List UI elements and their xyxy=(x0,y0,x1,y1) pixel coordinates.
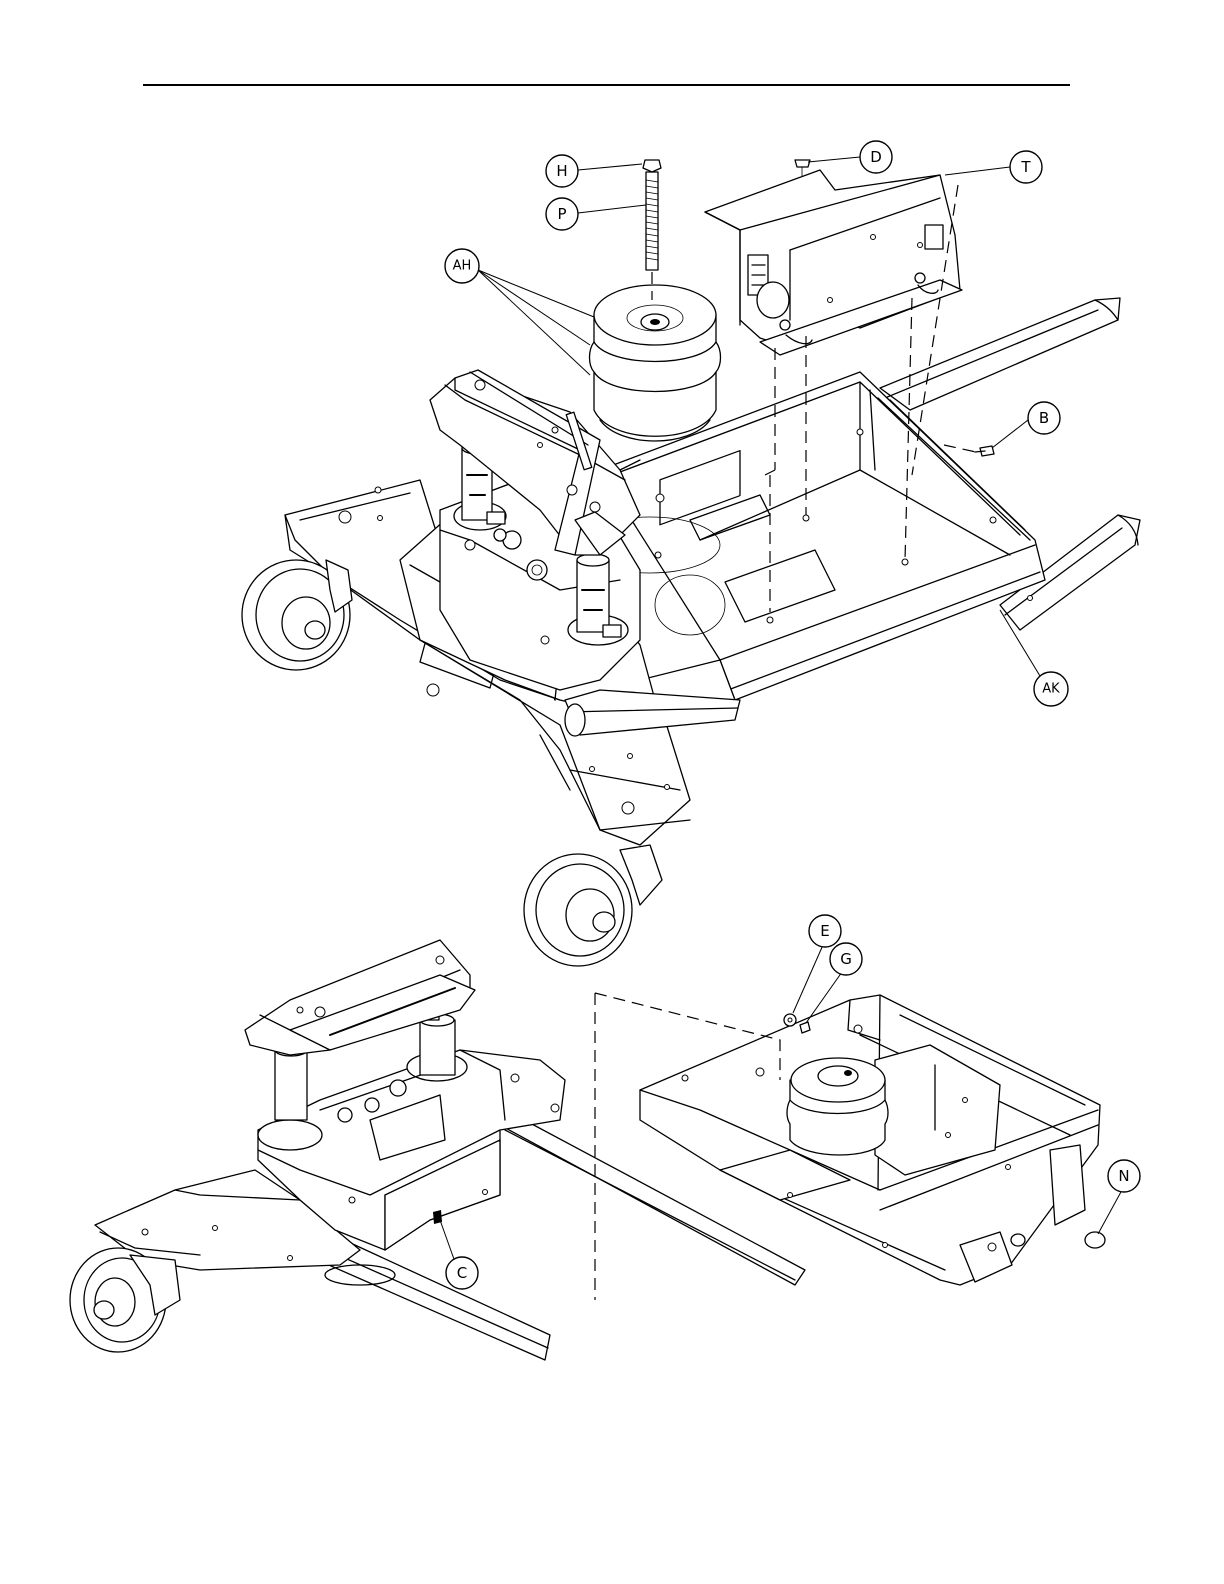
caster-wheel-left xyxy=(242,560,352,670)
callout-E: E xyxy=(809,915,841,947)
callout-T: T xyxy=(1010,151,1042,183)
extension-box-assembly xyxy=(640,995,1105,1285)
leader-P xyxy=(578,205,646,213)
callout-H: H xyxy=(546,155,578,187)
callout-AH: AH xyxy=(445,249,479,283)
leader-B xyxy=(992,420,1028,448)
leader-AH-2 xyxy=(478,270,590,345)
callout-AH-label: AH xyxy=(453,259,472,274)
callout-T-label: T xyxy=(1020,158,1031,176)
leader-C xyxy=(440,1220,455,1262)
callout-D-label: D xyxy=(870,148,882,166)
leader-N xyxy=(1098,1190,1122,1234)
callout-C-label: C xyxy=(457,1264,467,1282)
callout-AK-label: AK xyxy=(1042,682,1060,697)
callout-N-label: N xyxy=(1118,1167,1129,1185)
callout-G: G xyxy=(830,943,862,975)
leader-E xyxy=(793,945,823,1013)
callout-C: C xyxy=(446,1257,478,1289)
callout-N: N xyxy=(1108,1160,1140,1192)
leader-H xyxy=(578,164,642,170)
callout-P: P xyxy=(546,198,578,230)
callout-D: D xyxy=(860,141,892,173)
leader-AH-1 xyxy=(478,270,594,317)
callout-B-label: B xyxy=(1039,409,1049,427)
callout-H-label: H xyxy=(556,162,567,180)
main-base-assembly xyxy=(242,160,1140,966)
air-bellows xyxy=(590,285,721,441)
leader-D xyxy=(808,157,860,162)
callout-G-label: G xyxy=(840,950,852,968)
callout-P-label: P xyxy=(557,205,566,223)
callout-AK: AK xyxy=(1034,672,1068,706)
callout-E-label: E xyxy=(820,922,829,940)
callout-B: B xyxy=(1028,402,1060,434)
screw-B-part xyxy=(975,446,994,456)
caster-wheel-front xyxy=(524,845,662,966)
control-box xyxy=(705,160,962,355)
threaded-rod-and-nut xyxy=(643,160,661,300)
leader-T xyxy=(945,167,1010,175)
leader-AH-3 xyxy=(478,270,590,375)
upper-rail-tube xyxy=(880,298,1120,410)
